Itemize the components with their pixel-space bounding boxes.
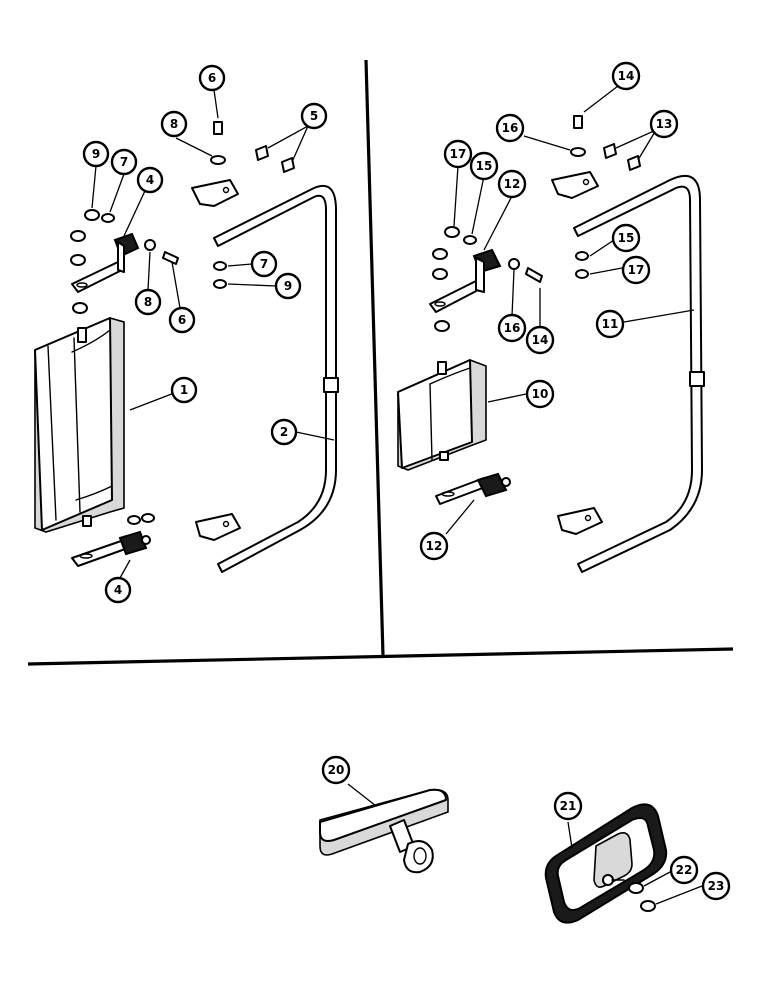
svg-text:8: 8 [144, 295, 152, 309]
callout-22: 22 [669, 855, 699, 885]
callout-12-bottom: 12 [419, 531, 449, 561]
bottom-bracket-arm [71, 530, 151, 567]
svg-text:22: 22 [676, 863, 693, 877]
svg-text:2: 2 [280, 425, 288, 439]
callout-17-right: 17 [621, 255, 651, 285]
svg-text:13: 13 [656, 117, 673, 131]
svg-text:6: 6 [178, 313, 186, 327]
svg-text:6: 6 [208, 71, 216, 85]
callout-7-left: 7 [110, 148, 138, 176]
right-bottom-bracket-arm [435, 472, 511, 505]
horizontal-divider [27, 647, 734, 666]
svg-text:4: 4 [146, 173, 154, 187]
callout-8-top: 8 [160, 110, 188, 138]
small-mirror-head [397, 359, 487, 471]
large-mirror-head [34, 317, 125, 533]
callout-16-mid: 16 [497, 313, 527, 343]
svg-text:17: 17 [450, 147, 467, 161]
svg-text:17: 17 [628, 263, 645, 277]
callout-11: 11 [595, 309, 625, 339]
svg-text:15: 15 [476, 159, 493, 173]
callout-2: 2 [270, 418, 298, 446]
rectangular-mirror [544, 803, 668, 924]
svg-text:12: 12 [426, 539, 443, 553]
left-mount-brackets [191, 179, 241, 541]
svg-text:11: 11 [602, 317, 619, 331]
callout-9-right: 9 [274, 272, 302, 300]
svg-text:5: 5 [310, 109, 318, 123]
callout-4-top: 4 [136, 166, 164, 194]
right-mount-brackets [551, 171, 603, 535]
callout-10: 10 [525, 379, 555, 409]
callout-17-left: 17 [443, 139, 473, 169]
svg-text:8: 8 [170, 117, 178, 131]
section-dividers [27, 59, 734, 666]
callout-12-top: 12 [497, 169, 527, 199]
interior-mirror [319, 788, 449, 874]
callout-4-bottom: 4 [104, 576, 132, 604]
right-hardware [432, 115, 641, 332]
callout-1: 1 [170, 376, 198, 404]
svg-text:23: 23 [708, 879, 725, 893]
leader-lines [91, 85, 703, 905]
svg-text:15: 15 [618, 231, 635, 245]
svg-text:16: 16 [504, 321, 521, 335]
callout-20: 20 [321, 755, 351, 785]
callout-14-top: 14 [611, 61, 641, 91]
rectangular-mirror-hardware [628, 882, 656, 912]
right-support-rod [573, 175, 705, 573]
left-hardware [70, 121, 295, 525]
callouts: 1 2 4 4 5 6 6 7 7 8 8 9 9 10 11 12 12 13… [82, 61, 731, 901]
callout-23: 23 [701, 871, 731, 901]
vertical-divider [364, 59, 385, 657]
callout-15-right: 15 [611, 223, 641, 253]
callout-15-left: 15 [469, 151, 499, 181]
callout-9-left: 9 [82, 140, 110, 168]
callout-6-top: 6 [198, 64, 226, 92]
svg-text:12: 12 [504, 177, 521, 191]
callout-8-mid: 8 [134, 288, 162, 316]
svg-text:7: 7 [260, 257, 268, 271]
callout-14-mid: 14 [525, 325, 555, 355]
svg-text:14: 14 [532, 333, 549, 347]
right-top-bracket-arm [429, 248, 502, 313]
callout-13: 13 [649, 109, 679, 139]
callout-7-right: 7 [250, 250, 278, 278]
callout-6-mid: 6 [168, 306, 196, 334]
svg-text:16: 16 [502, 121, 519, 135]
left-support-rod [213, 185, 339, 573]
svg-text:4: 4 [114, 583, 122, 597]
callout-16-top: 16 [495, 113, 525, 143]
svg-text:21: 21 [560, 799, 577, 813]
svg-text:9: 9 [284, 279, 292, 293]
right-mirror-assembly [397, 115, 705, 573]
svg-text:10: 10 [532, 387, 549, 401]
svg-text:9: 9 [92, 147, 100, 161]
svg-text:7: 7 [120, 155, 128, 169]
callout-5: 5 [300, 102, 328, 130]
callout-21: 21 [553, 791, 583, 821]
top-bracket-arm [71, 232, 140, 293]
left-mirror-assembly [34, 121, 339, 573]
svg-text:14: 14 [618, 69, 635, 83]
svg-text:1: 1 [180, 383, 188, 397]
svg-text:20: 20 [328, 763, 345, 777]
